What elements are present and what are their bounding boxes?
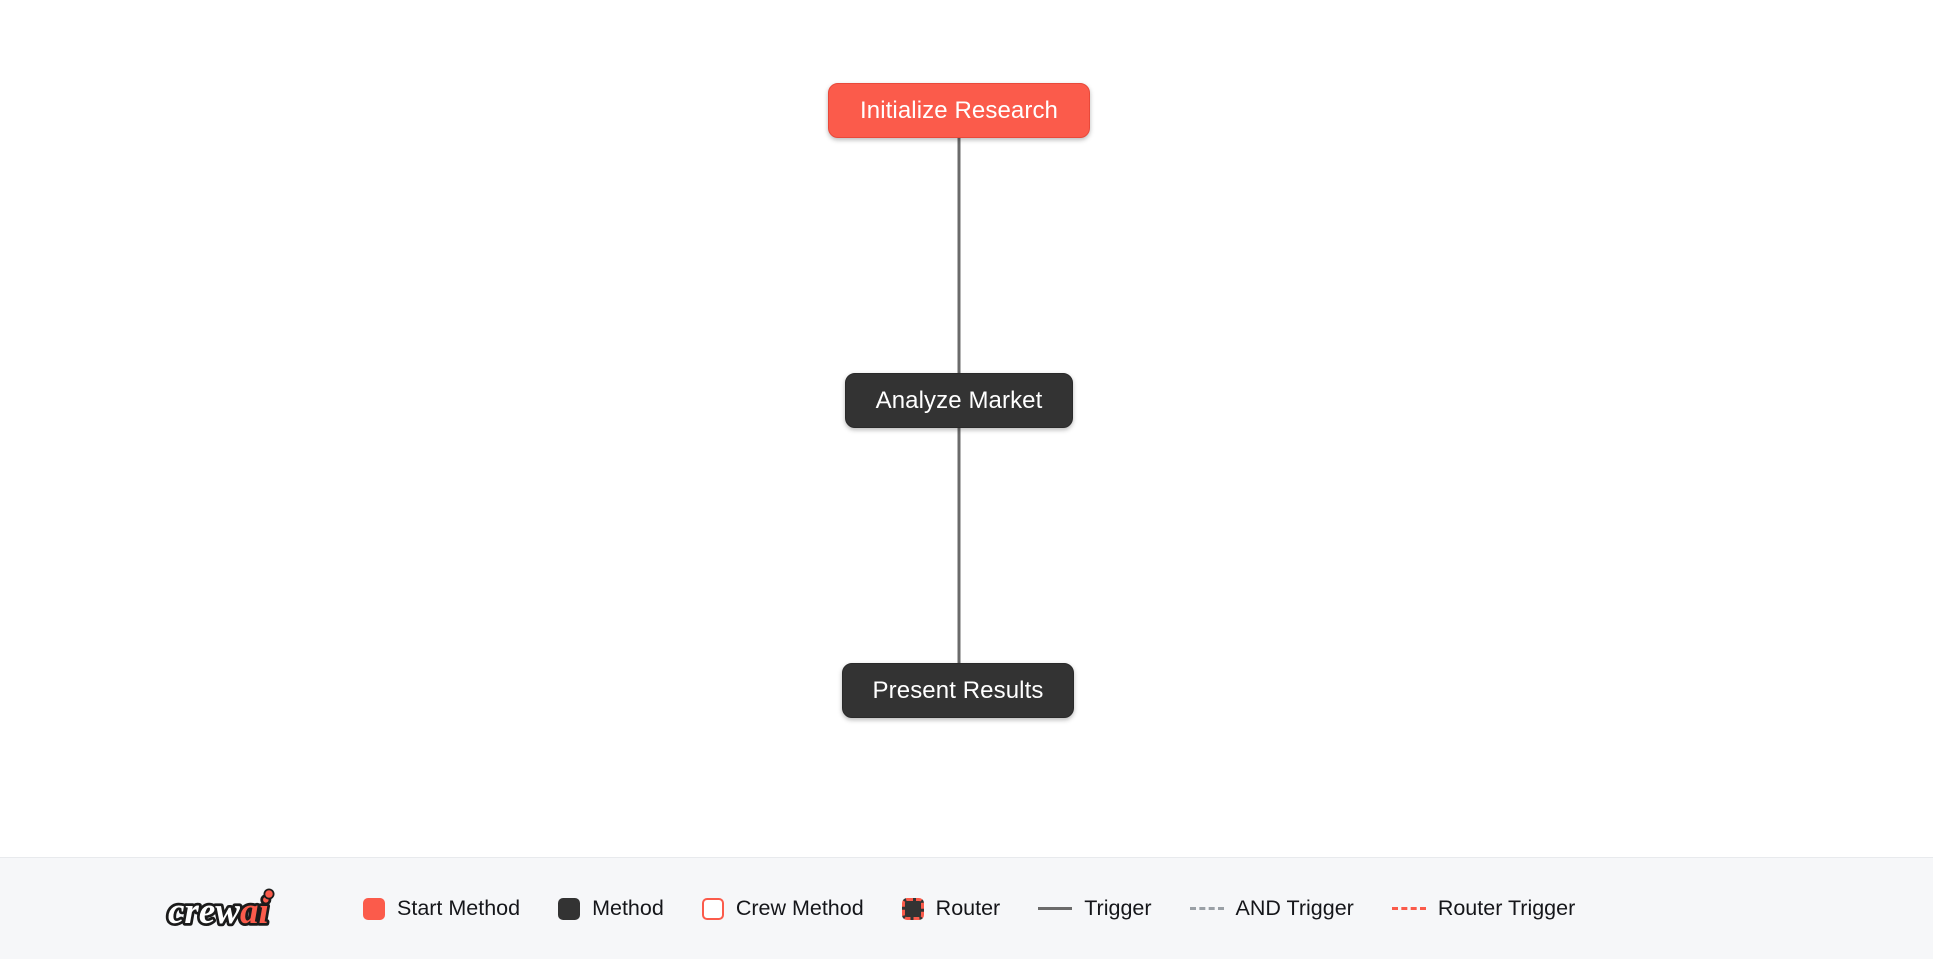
- graph-canvas[interactable]: Initialize Research Analyze Market Prese…: [0, 0, 1933, 857]
- flow-node-label: Analyze Market: [875, 386, 1043, 414]
- legend-label: Method: [592, 895, 664, 920]
- start-method-swatch-icon: [363, 897, 385, 920]
- flow-node-analyze-market[interactable]: Analyze Market: [845, 373, 1073, 428]
- flow-node-initialize-research[interactable]: Initialize Research: [828, 83, 1090, 138]
- legend-items: Start Method Method Crew Method Router T…: [363, 895, 1576, 920]
- legend-item-start-method: Start Method: [363, 895, 521, 920]
- legend-item-trigger: Trigger: [1038, 895, 1152, 920]
- flow-node-present-results[interactable]: Present Results: [842, 663, 1074, 718]
- crewai-logo: crew crew ai ai: [165, 888, 275, 933]
- router-trigger-line-icon: [1391, 907, 1426, 910]
- flow-node-label: Initialize Research: [860, 96, 1058, 124]
- router-swatch-icon: [901, 897, 924, 920]
- legend-label: Start Method: [397, 895, 521, 920]
- logo-crew-fill: crew: [168, 891, 240, 932]
- legend-label: Crew Method: [735, 895, 864, 920]
- flow-node-label: Present Results: [872, 676, 1044, 704]
- logo-dot: [265, 889, 273, 898]
- legend-item-and-trigger: AND Trigger: [1189, 895, 1354, 920]
- trigger-line-icon: [1038, 907, 1073, 910]
- crew-method-swatch-icon: [701, 897, 724, 920]
- legend-label: Router: [935, 895, 1001, 920]
- legend-item-crew-method: Crew Method: [701, 895, 864, 920]
- logo-crew-outline: crew: [168, 891, 240, 932]
- legend-item-router: Router: [901, 895, 1001, 920]
- logo-ai-fill: ai: [240, 891, 270, 932]
- legend-label: AND Trigger: [1235, 895, 1354, 920]
- legend-label: Trigger: [1084, 895, 1152, 920]
- legend-item-router-trigger: Router Trigger: [1391, 895, 1576, 920]
- legend-bar: crew crew ai ai Start Method Method Crew…: [0, 857, 1933, 959]
- method-swatch-icon: [558, 897, 581, 920]
- legend-item-method: Method: [558, 895, 664, 920]
- legend-label: Router Trigger: [1437, 895, 1576, 920]
- and-trigger-line-icon: [1189, 907, 1224, 910]
